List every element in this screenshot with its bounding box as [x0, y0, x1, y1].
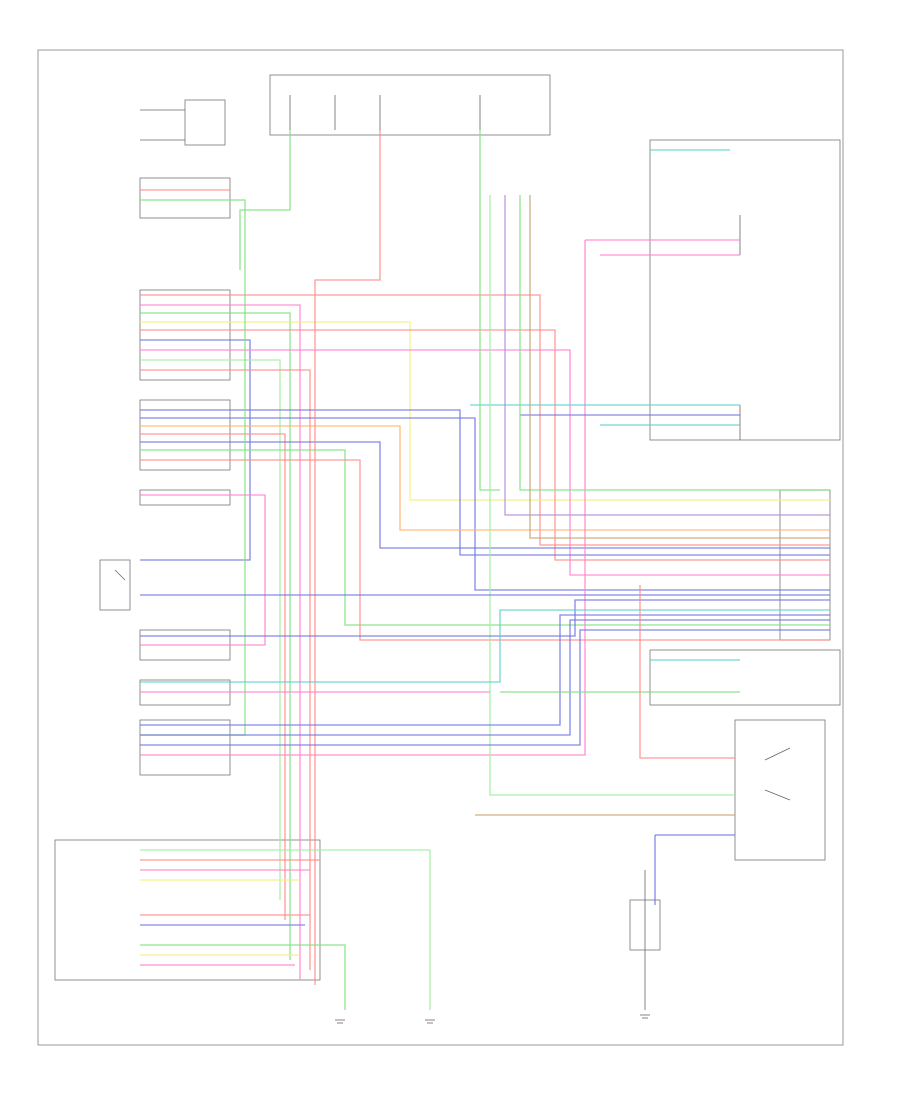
top-fuse-block: [269, 74, 551, 136]
left-connector-group-1: [139, 289, 231, 381]
right-connector-stack: [779, 489, 831, 641]
left-switch-block: [99, 559, 131, 611]
left-connector-group-2: [139, 399, 231, 471]
bottom-right-component: [629, 870, 661, 1010]
left-relay-block: [139, 99, 231, 219]
bottom-left-module: [54, 839, 321, 981]
left-connector-group-6: [139, 719, 231, 776]
diagram-frame: [37, 49, 844, 1046]
right-switch-module: [734, 719, 826, 861]
left-connector-group-3: [139, 489, 231, 506]
wires: [140, 130, 830, 1010]
right-top-module: [649, 139, 841, 441]
right-mid-module: [649, 649, 841, 706]
ground-symbol: [335, 1014, 650, 1024]
